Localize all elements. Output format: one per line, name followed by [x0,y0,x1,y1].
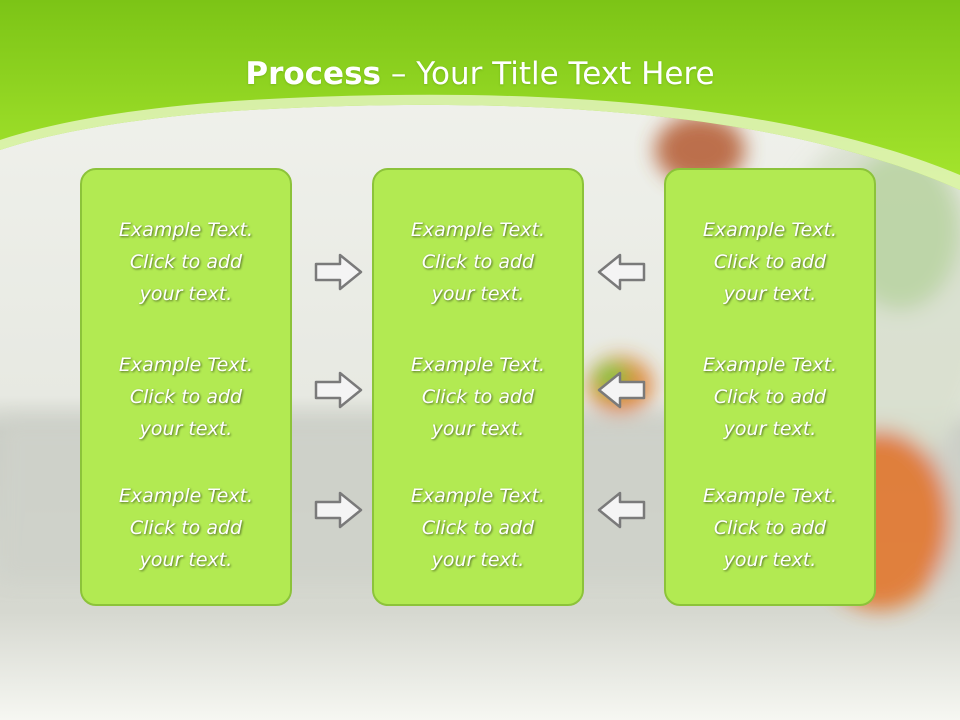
process-box-left[interactable]: Example Text. Click to add your text. Ex… [80,168,292,606]
process-box-center[interactable]: Example Text. Click to add your text. Ex… [372,168,584,606]
header-swoosh [0,94,960,190]
title-bold: Process [245,56,381,92]
box-text[interactable]: Example Text. Click to add your text. [702,219,838,305]
box-text[interactable]: Example Text. Click to add your text. [118,219,254,305]
process-box-right[interactable]: Example Text. Click to add your text. Ex… [664,168,876,606]
box-text[interactable]: Example Text. Click to add your text. [410,354,546,440]
title-rest: – Your Title Text Here [381,56,715,92]
box-text[interactable]: Example Text. Click to add your text. [118,354,254,440]
box-text[interactable]: Example Text. Click to add your text. [410,485,546,571]
slide-title[interactable]: Process – Your Title Text Here [0,52,960,96]
box-text[interactable]: Example Text. Click to add your text. [118,485,254,571]
header-band [0,0,960,190]
box-text[interactable]: Example Text. Click to add your text. [702,354,838,440]
left-arrow-icon[interactable] [596,490,646,530]
right-arrow-icon[interactable] [314,370,364,410]
left-arrow-icon[interactable] [596,370,646,410]
box-text[interactable]: Example Text. Click to add your text. [410,219,546,305]
box-text[interactable]: Example Text. Click to add your text. [702,485,838,571]
left-arrow-icon[interactable] [596,252,646,292]
right-arrow-icon[interactable] [314,490,364,530]
right-arrow-icon[interactable] [314,252,364,292]
